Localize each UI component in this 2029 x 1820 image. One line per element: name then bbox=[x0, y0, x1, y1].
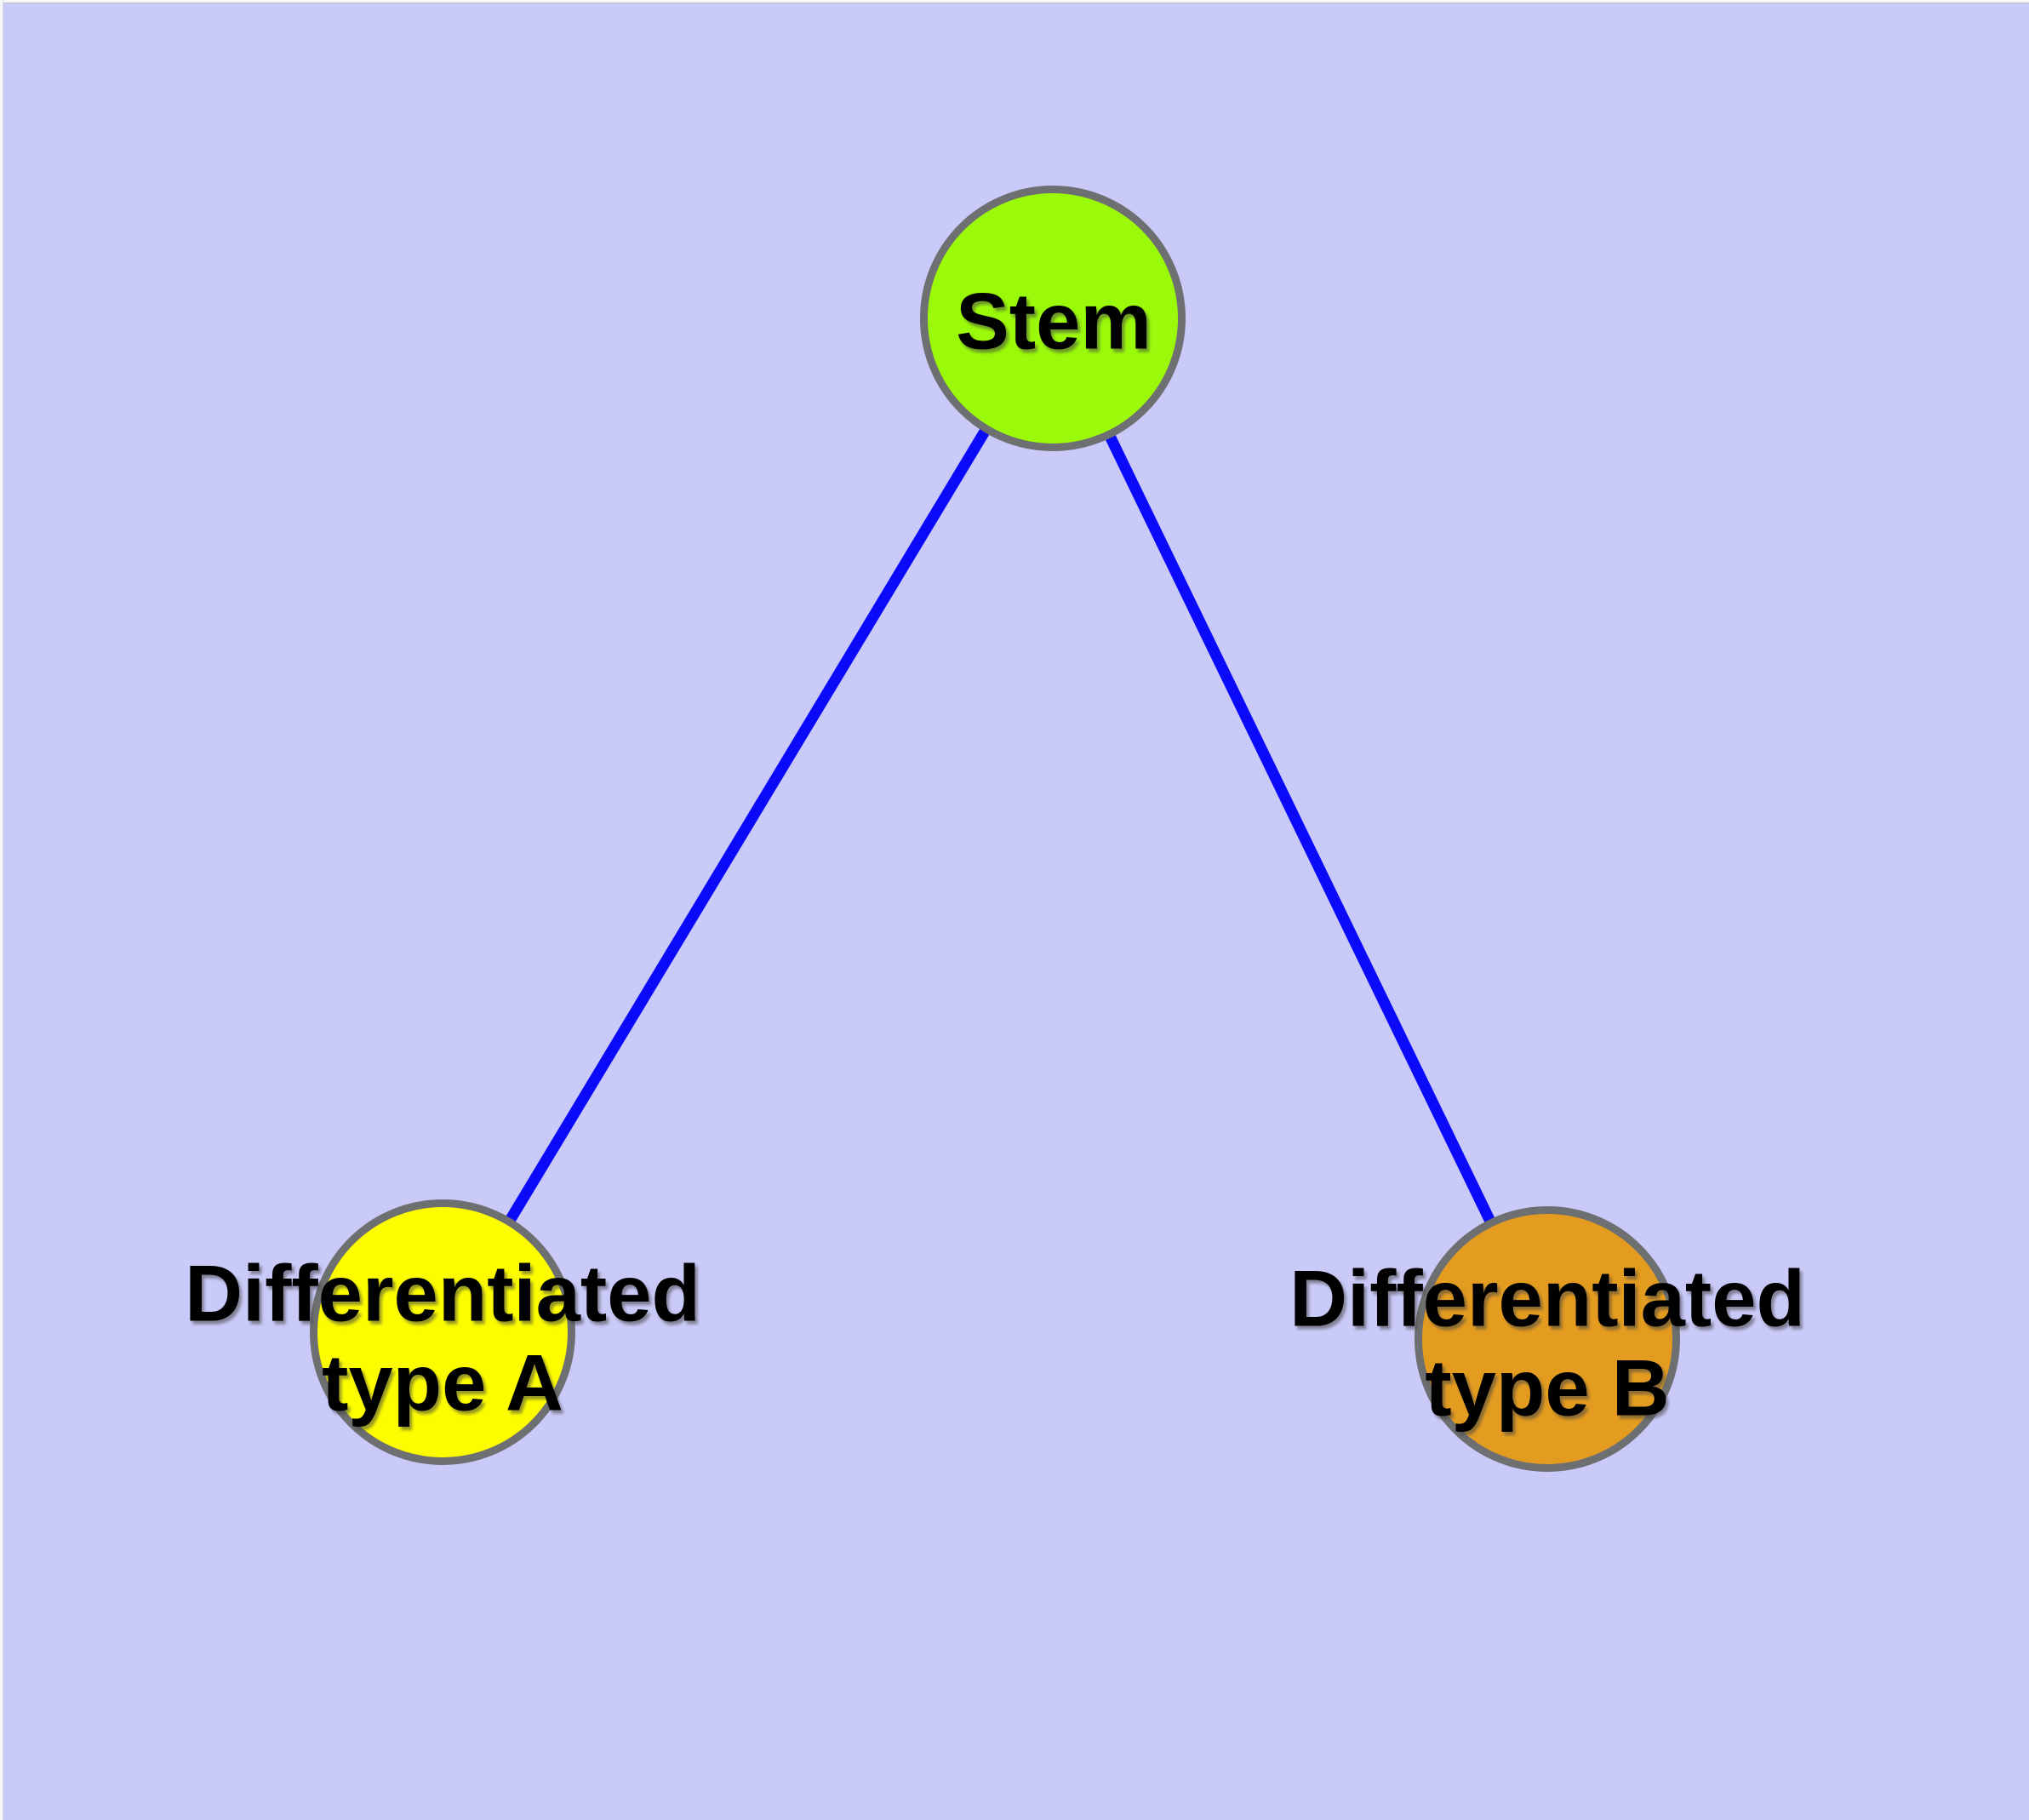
window-edge-highlight-top bbox=[0, 0, 2029, 3]
window-edge-highlight-left bbox=[0, 0, 3, 1820]
node-differentiated-type-a bbox=[310, 1199, 575, 1465]
node-stem bbox=[920, 186, 1186, 451]
node-differentiated-type-b bbox=[1415, 1206, 1680, 1472]
edge-stem-to-type-b bbox=[1048, 316, 1552, 1342]
edge-stem-to-type-a bbox=[437, 315, 1058, 1336]
